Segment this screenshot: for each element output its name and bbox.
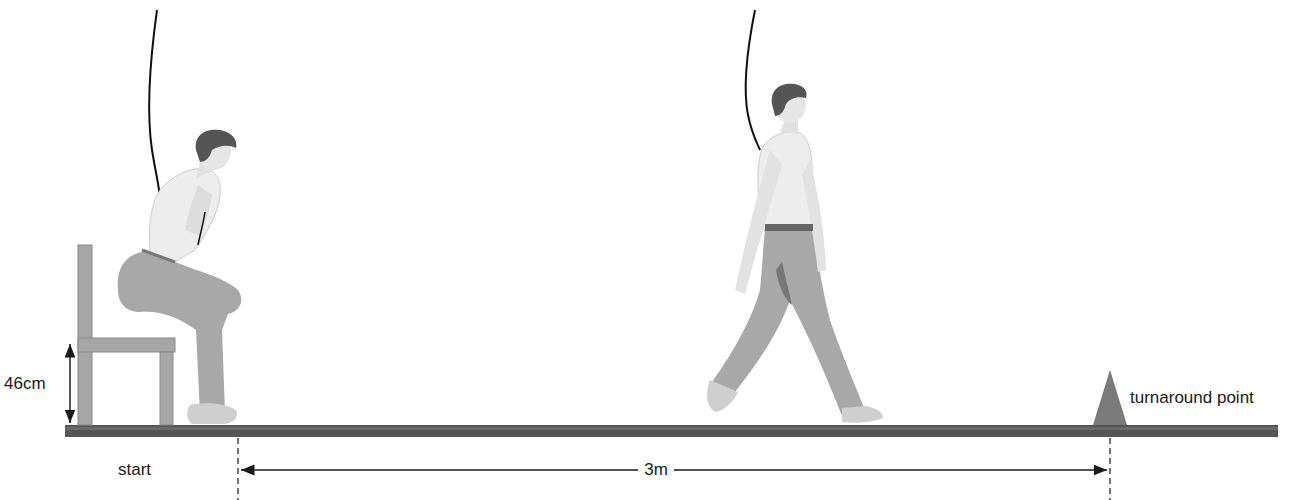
- walking-person: [707, 84, 883, 423]
- cable: [746, 10, 760, 150]
- height-label: 46cm: [4, 374, 46, 394]
- dimension-extension-line: [1109, 438, 1110, 500]
- dimension-extension-line: [237, 438, 238, 500]
- height-dimension-arrow: [69, 344, 71, 423]
- turnaround-cone: [1093, 370, 1127, 425]
- cone-label: turnaround point: [1130, 388, 1254, 408]
- floor: [65, 425, 1278, 437]
- distance-dimension-arrow: [241, 469, 1107, 471]
- rising-person: [118, 130, 242, 424]
- distance-label: 3m: [638, 460, 674, 480]
- floor-texture: [65, 427, 1278, 430]
- cable: [149, 10, 160, 200]
- start-label: start: [118, 460, 151, 480]
